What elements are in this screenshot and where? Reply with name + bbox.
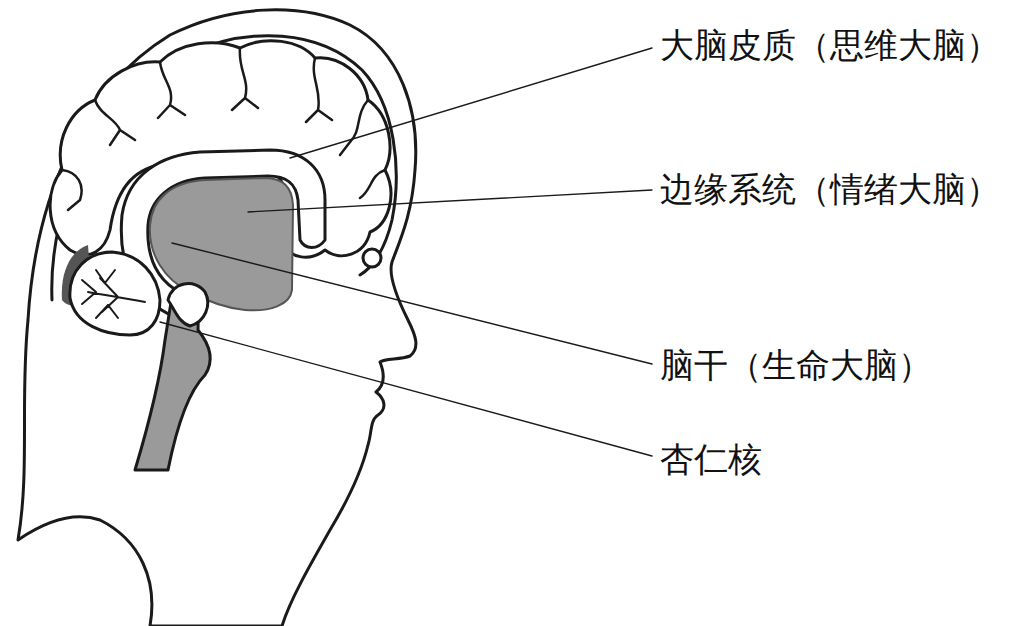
cerebellum-branches: [82, 270, 145, 318]
leader-line: [290, 48, 652, 158]
cerebellum: [70, 252, 160, 335]
part-label: 大脑皮质（思维大脑）: [660, 27, 1000, 64]
leader-line: [248, 190, 652, 212]
part-label: 边缘系统（情绪大脑）: [660, 171, 1000, 208]
head-outline: [18, 10, 416, 626]
leader-line: [160, 322, 652, 456]
part-label: 杏仁核: [660, 441, 762, 478]
leader-line: [172, 243, 652, 364]
amygdala: [168, 284, 208, 326]
ear: [363, 249, 381, 267]
part-label: 脑干（生命大脑）: [660, 347, 932, 384]
